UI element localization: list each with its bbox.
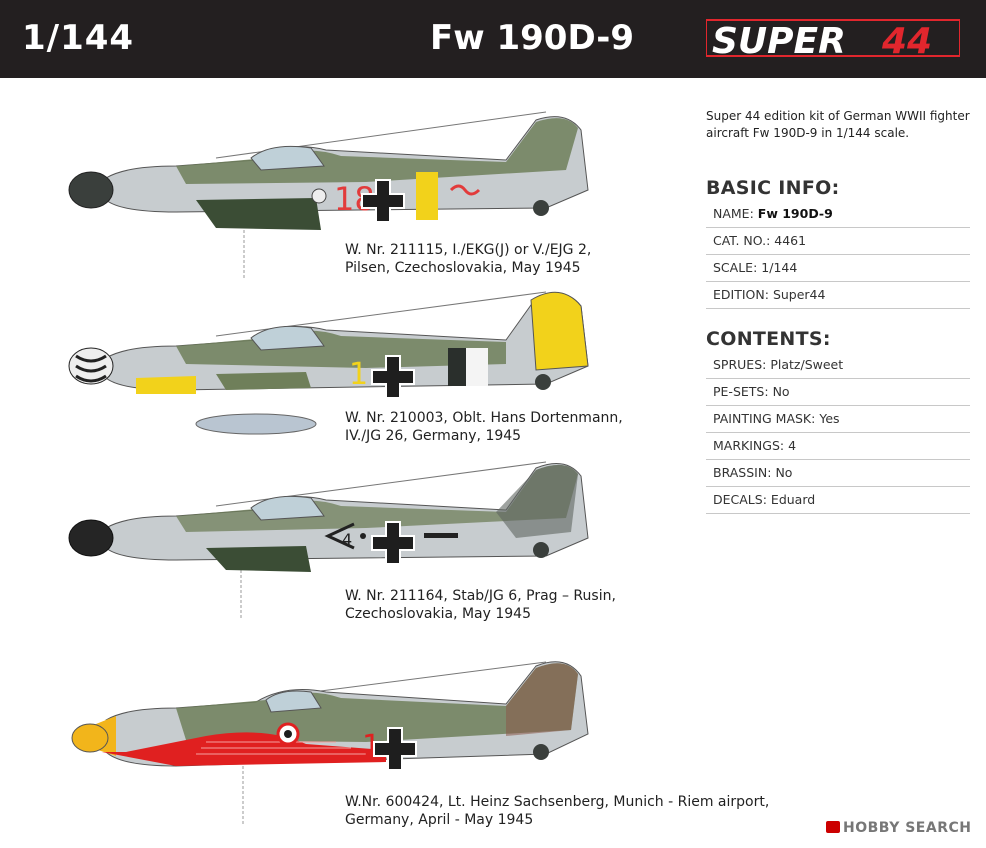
row-value: Platz/Sweet [770,357,844,372]
aircraft-profile-1: 18 [68,111,589,278]
basic-info-row: NAME:Fw 190D-9 [706,201,970,228]
aircraft-profile-3: 4 [68,461,589,620]
fuselage-code-2: 1 [349,357,368,392]
row-value: 4461 [774,233,807,248]
logo-word: SUPER [712,21,846,62]
row-value: Fw 190D-9 [757,206,833,221]
row-label: EDITION: [713,287,769,302]
row-label: NAME: [713,206,754,221]
aircraft-profile-2: 1 [68,291,589,435]
hobby-search-watermark: HOBBY SEARCH [826,820,971,836]
contents-row: SPRUES:Platz/Sweet [706,352,970,379]
row-value: No [772,384,790,399]
basic-info-row: EDITION:Super44 [706,282,970,309]
basic-info-heading: BASIC INFO: [706,177,840,199]
row-value: 1/144 [761,260,798,275]
fuselage-code-3: 4 [342,530,352,549]
contents-row: MARKINGS:4 [706,433,970,460]
row-label: MARKINGS: [713,438,785,453]
row-value: Yes [819,411,840,426]
super44-logo: SUPER 44 [706,16,960,62]
row-label: PE-SETS: [713,384,769,399]
basic-info-row: SCALE:1/144 [706,255,970,282]
contents-row: PE-SETS:No [706,379,970,406]
row-value: No [775,465,793,480]
header-bar: 1/144 Fw 190D-9 SUPER 44 [0,0,986,78]
scale-label: 1/144 [22,18,135,58]
aircraft-profile-4: 1 [71,661,589,826]
contents-row: DECALS:Eduard [706,487,970,514]
profile-1-caption: W. Nr. 211115, I./EKG(J) or V./EJG 2, Pi… [345,242,592,276]
logo-number: 44 [881,21,932,62]
contents-row: PAINTING MASK:Yes [706,406,970,433]
contents-row: BRASSIN:No [706,460,970,487]
hobby-search-icon [826,821,840,833]
row-value: Eduard [770,492,816,507]
row-label: BRASSIN: [713,465,772,480]
kit-description: Super 44 edition kit of German WWII figh… [706,109,970,140]
row-value: 4 [788,438,797,453]
profile-4-caption: W.Nr. 600424, Lt. Heinz Sachsenberg, Mun… [345,794,770,828]
row-label: SPRUES: [713,357,767,372]
profile-3-caption: W. Nr. 211164, Stab/JG 6, Prag – Rusin, … [345,588,616,622]
row-value: Super44 [772,287,826,302]
watermark-text: HOBBY SEARCH [843,820,972,836]
profile-2-caption: W. Nr. 210003, Oblt. Hans Dortenmann, IV… [345,410,623,444]
basic-info-row: CAT. NO.:4461 [706,228,970,255]
row-label: CAT. NO.: [713,233,771,248]
kit-title: Fw 190D-9 [430,18,635,58]
row-label: SCALE: [713,260,758,275]
row-label: DECALS: [713,492,767,507]
row-label: PAINTING MASK: [713,411,816,426]
contents-heading: CONTENTS: [706,328,831,350]
